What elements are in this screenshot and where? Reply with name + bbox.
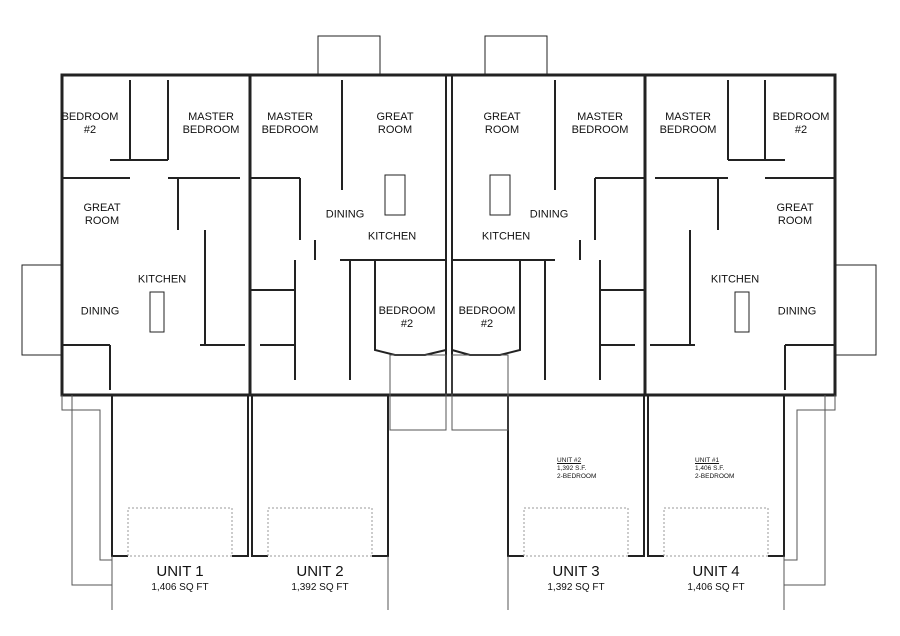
- room-name: ROOM: [84, 215, 120, 227]
- room-label-kitchen-unit3: KITCHEN: [481, 230, 531, 243]
- unit-name: UNIT 3: [552, 563, 600, 580]
- room-name: ROOM: [777, 215, 813, 227]
- unit-caption-2: UNIT 2 1,392 SQ FT: [291, 563, 348, 594]
- unit-area: 1,392 SQ FT: [291, 582, 349, 593]
- room-name: ROOM: [377, 124, 413, 136]
- room-name: BEDROOM: [458, 305, 516, 317]
- room-name: MASTER: [665, 111, 711, 123]
- room-name: BEDROOM: [182, 124, 240, 136]
- room-name: BEDROOM: [571, 124, 629, 136]
- room-name: BEDROOM: [261, 124, 319, 136]
- unit-name: UNIT 1: [156, 563, 204, 580]
- room-number: #2: [400, 318, 414, 330]
- room-name: GREAT: [83, 202, 121, 214]
- room-name: MASTER: [577, 111, 623, 123]
- room-name: BEDROOM: [659, 124, 717, 136]
- note-beds: 2-BEDROOM: [557, 473, 597, 480]
- room-label-dining-unit3: DINING: [529, 208, 569, 221]
- unit-caption-3: UNIT 3 1,392 SQ FT: [547, 563, 604, 594]
- room-number: #2: [480, 318, 494, 330]
- room-label-kitchen-unit2: KITCHEN: [367, 230, 417, 243]
- room-label-bedroom2-unit1: BEDROOM#2: [62, 111, 119, 137]
- unit-area: 1,406 SQ FT: [687, 582, 745, 593]
- room-label-dining-unit2: DINING: [325, 208, 365, 221]
- note-beds: 2-BEDROOM: [695, 473, 735, 480]
- room-name: BEDROOM: [61, 111, 119, 123]
- room-label-bedroom2-unit3: BEDROOM#2: [459, 305, 516, 331]
- unit-name: UNIT 4: [692, 563, 740, 580]
- unit-caption-1: UNIT 1 1,406 SQ FT: [151, 563, 208, 594]
- unit-name: UNIT 2: [296, 563, 344, 580]
- note-area: 1,406 S.F.: [695, 465, 725, 472]
- note-unit: UNIT #2: [557, 457, 582, 464]
- room-name: GREAT: [776, 202, 814, 214]
- room-name: GREAT: [376, 111, 414, 123]
- room-label-kitchen-unit1: KITCHEN: [137, 273, 187, 286]
- room-label-bedroom2-unit2: BEDROOM#2: [379, 305, 436, 331]
- room-label-dining-unit1: DINING: [80, 305, 120, 318]
- room-name: MASTER: [267, 111, 313, 123]
- room-name: MASTER: [188, 111, 234, 123]
- unit-area: 1,392 SQ FT: [547, 582, 605, 593]
- room-name: ROOM: [484, 124, 520, 136]
- room-number: #2: [794, 124, 808, 136]
- room-name: GREAT: [483, 111, 521, 123]
- room-name: BEDROOM: [378, 305, 436, 317]
- unit-area: 1,406 SQ FT: [151, 582, 209, 593]
- note-unit: UNIT #1: [695, 457, 720, 464]
- unit-caption-4: UNIT 4 1,406 SQ FT: [687, 563, 744, 594]
- room-name: BEDROOM: [772, 111, 830, 123]
- room-label-kitchen-unit4: KITCHEN: [710, 273, 760, 286]
- room-number: #2: [83, 124, 97, 136]
- note-area: 1,392 S.F.: [557, 465, 587, 472]
- room-label-dining-unit4: DINING: [777, 305, 817, 318]
- room-label-bedroom2-unit4: BEDROOM#2: [773, 111, 830, 137]
